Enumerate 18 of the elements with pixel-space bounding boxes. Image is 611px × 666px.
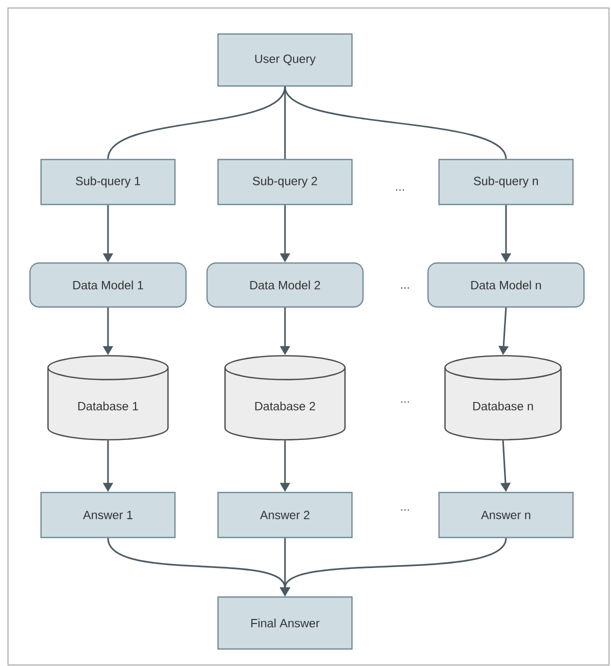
process-box: Sub-query n — [438, 158, 574, 206]
rounded-box: Data Model 1 — [29, 262, 187, 308]
process-box: Answer 1 — [40, 492, 176, 538]
process-box: Sub-query 1 — [40, 158, 176, 206]
process-box: Final Answer — [217, 596, 353, 650]
rounded-box: Data Model 2 — [206, 262, 364, 308]
process-box: User Query — [217, 33, 353, 87]
ellipsis: ... — [401, 509, 409, 511]
ellipsis: ... — [396, 189, 404, 191]
database-cylinder: Database 1 — [47, 355, 169, 440]
database-cylinder: Database n — [444, 355, 562, 440]
process-box: Answer 2 — [217, 492, 353, 538]
rounded-box: Data Model n — [427, 262, 585, 308]
database-cylinder: Database 2 — [224, 355, 346, 440]
ellipsis: ... — [401, 287, 409, 289]
process-box: Sub-query 2 — [217, 158, 353, 206]
process-box: Answer n — [438, 492, 574, 538]
ellipsis: ... — [401, 401, 409, 403]
